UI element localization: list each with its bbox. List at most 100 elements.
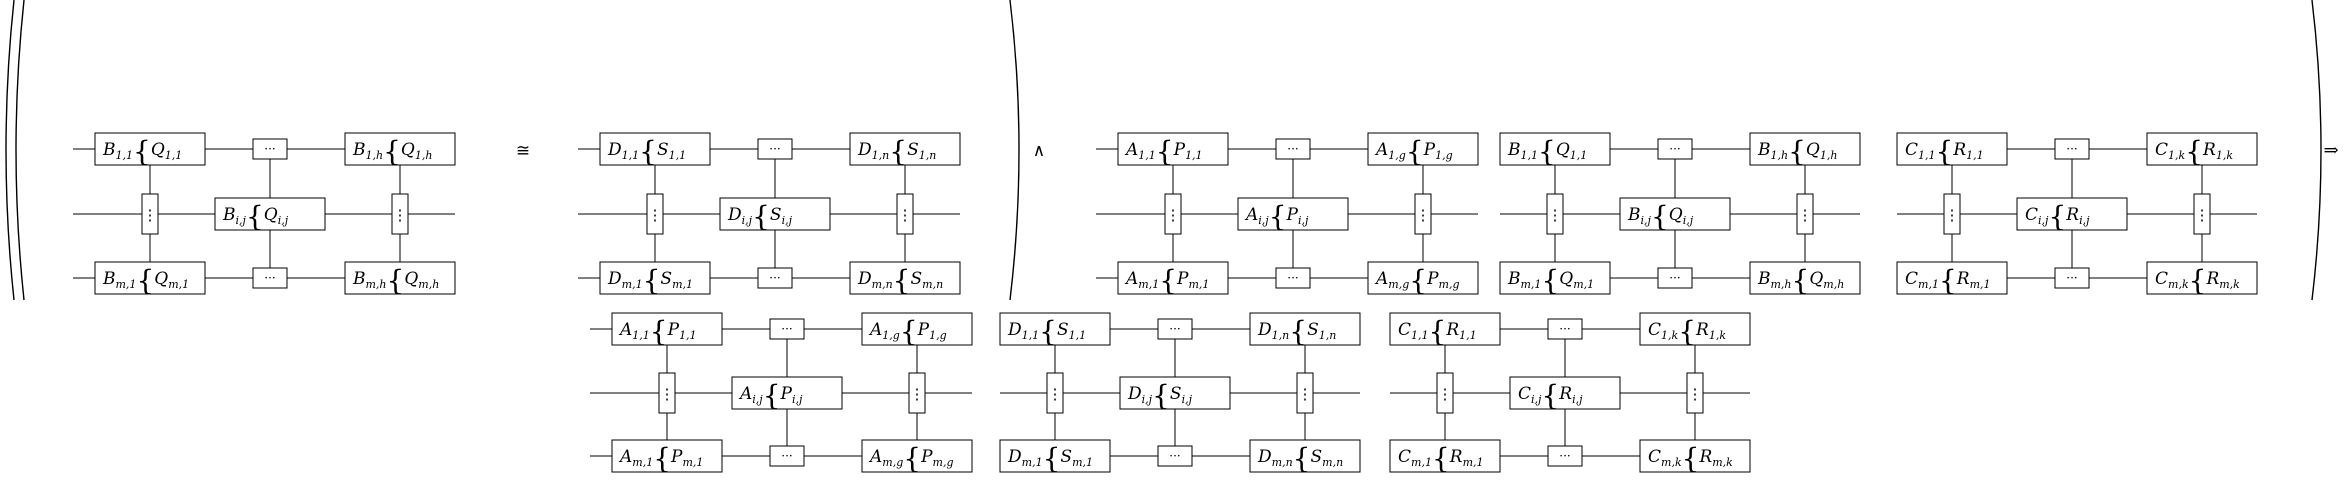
- vertical-ellipsis-box: ⋮: [908, 372, 926, 414]
- circuit-D-S-lower: D1,1{S1,1 ··· D1,n{S1,n ⋮ Di,j{Si,j ⋮ Dm,1{Sm,…: [999, 312, 1361, 475]
- ellipsis-text: ···: [264, 271, 275, 285]
- block-box: [1249, 312, 1361, 346]
- block-top-right: A1,g{P1,g: [861, 312, 973, 348]
- block-bottom-left: Am,1{Pm,1: [611, 439, 723, 475]
- ellipsis-text: ···: [769, 271, 780, 285]
- block-box: [1749, 261, 1861, 295]
- block-box: [1237, 197, 1349, 231]
- ellipsis-text: ⋮: [143, 206, 158, 224]
- ellipsis-box: [1164, 193, 1182, 235]
- block-bottom-left: Am,1{Pm,1: [1117, 261, 1229, 297]
- block-label: Ai,j{Pi,j: [1244, 200, 1309, 233]
- block-top-right: A1,g{P1,g: [1367, 132, 1479, 168]
- ellipsis-box: [1547, 318, 1583, 340]
- ellipsis-text: ⋮: [1945, 206, 1960, 224]
- ellipsis-box: [757, 267, 793, 289]
- block-bottom-left: Bm,1{Qm,1: [94, 261, 206, 297]
- block-box: [94, 261, 206, 295]
- horizontal-ellipsis-box: ···: [1547, 445, 1583, 467]
- block-middle: Ci,j{Ri,j: [1509, 376, 1621, 412]
- block-top-left: D1,1{S1,1: [599, 132, 711, 168]
- ellipsis-text: ⋮: [1548, 206, 1563, 224]
- block-label: Cm,1{Rm,1: [1905, 264, 1991, 297]
- block-box: [1499, 261, 1611, 295]
- vertical-ellipsis-box: ⋮: [646, 193, 664, 235]
- block-label: B1,1{Q1,1: [102, 135, 182, 168]
- horizontal-ellipsis-box: ···: [1157, 445, 1193, 467]
- ellipsis-text: ···: [1169, 322, 1180, 336]
- block-box: [611, 439, 723, 473]
- block-top-left: D1,1{S1,1: [999, 312, 1111, 348]
- circuit-A-P-lower: A1,1{P1,1···A1,g{P1,g⋮Ai,j{Pi,j⋮Am,1{Pm,…: [590, 312, 973, 475]
- block-label: Ai,j{Pi,j: [738, 379, 803, 412]
- block-label: Dm,1{Sm,1: [1007, 442, 1093, 475]
- block-box: [1117, 132, 1229, 166]
- block-label: A1,1{P1,1: [1124, 135, 1203, 168]
- ellipsis-box: [1436, 372, 1454, 414]
- block-label: Bm,h{Qm,h: [1757, 264, 1844, 297]
- ellipsis-box: [1547, 445, 1583, 467]
- block-top-left: A1,1{P1,1: [1117, 132, 1229, 168]
- block-label: B1,h{Q1,h: [1757, 135, 1837, 168]
- ellipsis-text: ···: [1669, 142, 1680, 156]
- ellipsis-text: ···: [1559, 322, 1570, 336]
- block-box: [2146, 132, 2258, 166]
- outer-brackets: [5, 0, 2322, 301]
- ellipsis-text: ···: [769, 142, 780, 156]
- ellipsis-text: ⋮: [1048, 385, 1063, 403]
- block-middle: Di,j{Si,j: [1119, 376, 1231, 412]
- block-label: Di,j{Si,j: [727, 200, 793, 233]
- inner-left-paren: [15, 0, 25, 301]
- block-box: [599, 132, 711, 166]
- ellipsis-text: ···: [781, 449, 792, 463]
- block-box: [861, 439, 973, 473]
- block-top-right: D1,n{S1,n: [1249, 312, 1361, 348]
- horizontal-ellipsis-box: ···: [2054, 138, 2090, 160]
- horizontal-ellipsis-box: ···: [1275, 138, 1311, 160]
- ellipsis-text: ⋮: [2195, 206, 2210, 224]
- ellipsis-box: [1275, 267, 1311, 289]
- block-bottom-right: Bm,h{Qm,h: [1749, 261, 1861, 297]
- block-label: Am,g{Pm,g: [868, 442, 954, 475]
- block-box: [2146, 261, 2258, 295]
- block-top-right: B1,h{Q1,h: [1749, 132, 1861, 168]
- ellipsis-box: [757, 138, 793, 160]
- ellipsis-box: [1296, 372, 1314, 414]
- block-label: A1,g{P1,g: [868, 315, 947, 348]
- block-top-left: A1,1{P1,1: [611, 312, 723, 348]
- block-label: Cm,k{Rm,k: [1648, 442, 1733, 475]
- horizontal-ellipsis-box: ···: [252, 138, 288, 160]
- ellipsis-text: ···: [1559, 449, 1570, 463]
- horizontal-ellipsis-box: ···: [2054, 267, 2090, 289]
- vertical-ellipsis-box: ⋮: [1943, 193, 1961, 235]
- outer-right-paren: [2311, 0, 2322, 301]
- block-box: [849, 132, 961, 166]
- block-middle: Ai,j{Pi,j: [1237, 197, 1349, 233]
- ellipsis-box: [252, 267, 288, 289]
- ellipsis-text: ⋮: [1166, 206, 1181, 224]
- circuit-C-R-upper: C1,1{R1,1···C1,k{R1,k⋮Ci,j{Ri,j⋮Cm,1{Rm,…: [1896, 132, 2258, 297]
- ellipsis-box: [1157, 445, 1193, 467]
- ellipsis-box: [1414, 193, 1432, 235]
- outer-left-paren: [5, 0, 15, 301]
- block-label: Am,1{Pm,1: [618, 442, 703, 475]
- ellipsis-box: [1796, 193, 1814, 235]
- block-box: [999, 439, 1111, 473]
- block-label: Bm,1{Qm,1: [1507, 264, 1594, 297]
- block-bottom-right: Cm,k{Rm,k: [2146, 261, 2258, 297]
- horizontal-ellipsis-box: ···: [757, 138, 793, 160]
- congruent-symbol: ≅: [516, 141, 530, 161]
- block-box: [1389, 312, 1501, 346]
- ellipsis-text: ⋮: [1298, 385, 1313, 403]
- block-bottom-left: Bm,1{Qm,1: [1499, 261, 1611, 297]
- block-box: [1499, 132, 1611, 166]
- block-bottom-right: Dm,n{Sm,n: [1249, 439, 1361, 475]
- block-label: C1,k{R1,k: [2155, 135, 2233, 168]
- vertical-ellipsis-box: ⋮: [1686, 372, 1704, 414]
- block-label: D1,1{S1,1: [1007, 315, 1086, 348]
- block-box: [1639, 439, 1751, 473]
- block-label: Bm,1{Qm,1: [102, 264, 189, 297]
- and-symbol: ∧: [1033, 141, 1045, 161]
- horizontal-ellipsis-box: ···: [252, 267, 288, 289]
- block-bottom-left: Dm,1{Sm,1: [599, 261, 711, 297]
